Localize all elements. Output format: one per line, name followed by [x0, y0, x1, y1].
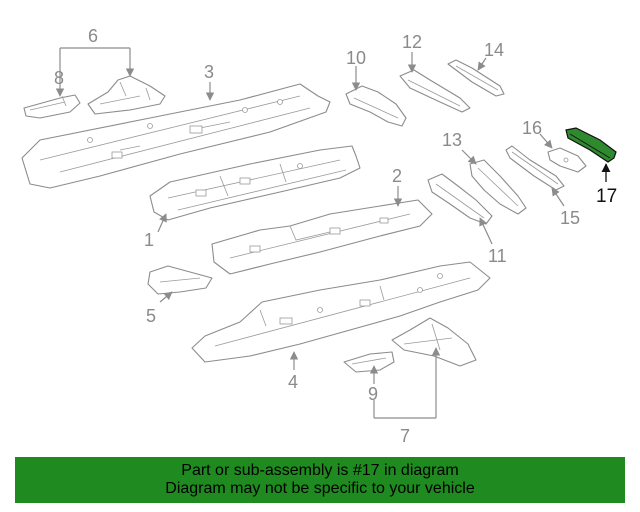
part-14-member — [447, 59, 505, 97]
part-13-member — [469, 159, 527, 215]
callout-1: 1 — [144, 230, 154, 250]
part-3-floor-panel — [21, 83, 331, 189]
part-12-member — [399, 69, 471, 113]
banner-line-1: Part or sub-assembly is #17 in diagram — [181, 462, 459, 479]
leader-15 — [551, 187, 565, 207]
part-7-bracket — [391, 317, 477, 367]
part-6-bracket — [87, 75, 166, 115]
callout-13: 13 — [442, 130, 462, 150]
callout-7: 7 — [400, 426, 410, 446]
leader-5 — [159, 291, 173, 303]
part-16-bracket — [547, 147, 587, 173]
callout-17[interactable]: 17 — [596, 186, 617, 207]
callout-16: 16 — [522, 118, 542, 138]
callout-5: 5 — [146, 306, 156, 326]
leader-11 — [479, 217, 493, 245]
callout-11: 11 — [488, 246, 507, 266]
part-17-highlighted[interactable] — [565, 127, 617, 163]
callout-4: 4 — [288, 372, 298, 392]
part-1-floor-pan — [149, 145, 361, 221]
callout-9: 9 — [368, 384, 378, 404]
callout-14: 14 — [484, 40, 504, 60]
part-11-member — [427, 173, 493, 225]
leader-7 — [373, 348, 436, 419]
part-5-bracket — [147, 265, 213, 295]
leader-1 — [157, 213, 167, 233]
leader-14 — [477, 57, 487, 71]
leader-16 — [539, 133, 553, 149]
parts-diagram: 6 8 3 1 2 5 4 9 7 10 12 14 13 11 15 16 1… — [21, 26, 617, 446]
leader-6 — [59, 47, 130, 76]
callout-3: 3 — [204, 62, 214, 82]
part-9-bracket — [343, 351, 395, 373]
part-8-bracket — [23, 94, 81, 119]
info-banner: Part or sub-assembly is #17 in diagram D… — [15, 457, 625, 503]
callout-15: 15 — [560, 208, 580, 228]
part-10-member — [345, 85, 407, 127]
callout-12: 12 — [402, 32, 422, 52]
callout-10: 10 — [346, 48, 366, 68]
banner-line-2: Diagram may not be specific to your vehi… — [165, 480, 475, 497]
callout-6: 6 — [88, 26, 98, 46]
part-15-member — [505, 145, 565, 191]
leader-13 — [461, 149, 477, 165]
part-2-floor-panel — [211, 199, 433, 275]
part-4-underbody-panel — [191, 261, 491, 363]
callout-2: 2 — [392, 166, 402, 186]
callout-8: 8 — [54, 68, 64, 88]
